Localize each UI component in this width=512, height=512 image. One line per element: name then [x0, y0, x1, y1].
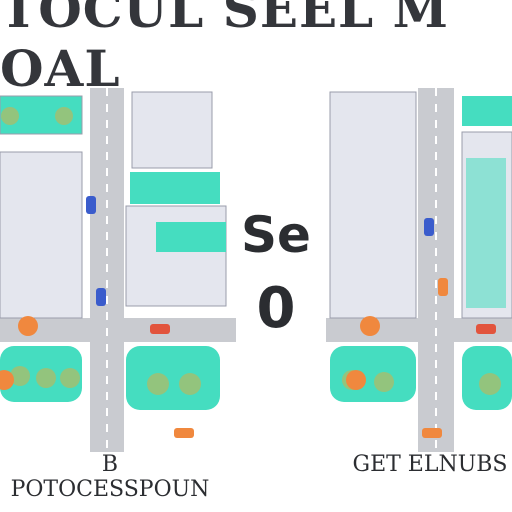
park — [130, 172, 220, 204]
park — [156, 222, 226, 252]
car — [422, 428, 442, 438]
location-marker — [360, 316, 380, 336]
tree — [479, 373, 501, 395]
car — [96, 288, 106, 306]
car — [424, 218, 434, 236]
building — [329, 91, 417, 319]
tree — [179, 373, 201, 395]
footer-right-label: GET ELNUBS — [352, 452, 508, 477]
car — [476, 324, 496, 334]
tree — [10, 366, 30, 386]
car — [150, 324, 170, 334]
right-map — [326, 88, 512, 452]
road-horizontal — [0, 318, 236, 342]
car — [86, 196, 96, 214]
park — [330, 346, 416, 402]
park — [126, 346, 220, 410]
park — [466, 158, 506, 308]
building — [0, 151, 83, 319]
tree — [55, 107, 73, 125]
building — [131, 91, 213, 169]
center-label-top: Se — [241, 206, 311, 264]
footer-left-label: B POTOCESSPOUN — [10, 452, 210, 502]
location-marker — [346, 370, 366, 390]
left-map — [0, 88, 236, 452]
tree — [60, 368, 80, 388]
location-marker — [18, 316, 38, 336]
tree — [147, 373, 169, 395]
car — [174, 428, 194, 438]
tree — [1, 107, 19, 125]
page-title: TOCUL SEEL M OAL — [0, 0, 449, 98]
center-label-bottom: 0 — [256, 276, 296, 341]
building — [125, 205, 227, 307]
tree — [374, 372, 394, 392]
park — [462, 96, 512, 126]
tree — [36, 368, 56, 388]
car — [438, 278, 448, 296]
location-marker — [0, 370, 14, 390]
